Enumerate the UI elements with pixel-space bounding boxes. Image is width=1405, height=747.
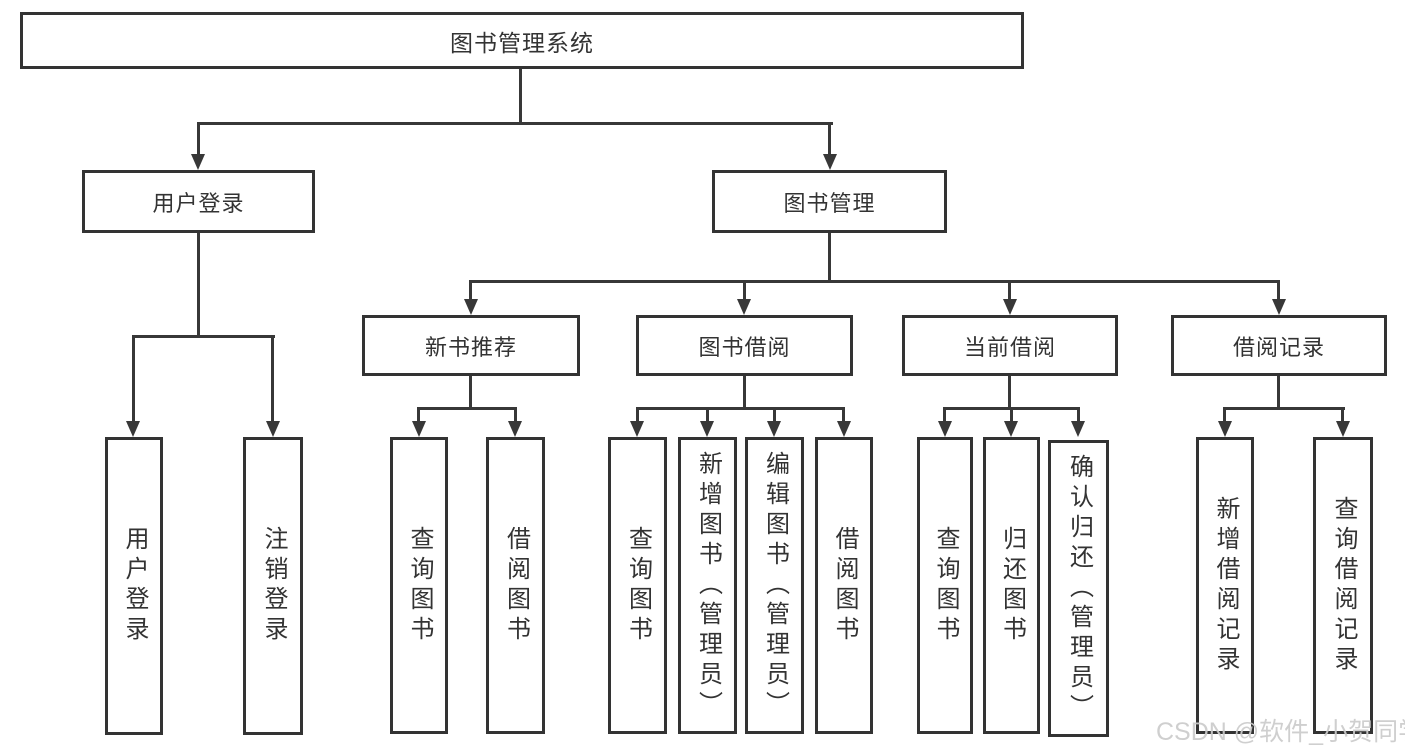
connector-line <box>1277 376 1280 410</box>
connector-line <box>271 335 274 423</box>
arrow-down-icon <box>1071 421 1085 437</box>
node-root-library-system: 图书管理系统 <box>20 12 1024 69</box>
connector-line <box>469 376 472 410</box>
arrow-down-icon <box>1272 299 1286 315</box>
arrow-down-icon <box>700 421 714 437</box>
connector-line <box>1010 407 1013 423</box>
connector-line <box>197 122 200 156</box>
connector-line <box>1223 407 1226 423</box>
node-borrow-records: 借阅记录 <box>1171 315 1387 376</box>
arrow-down-icon <box>823 154 837 170</box>
node-user-login: 用户登录 <box>82 170 315 233</box>
connector-line <box>1223 407 1345 410</box>
arrow-down-icon <box>1003 299 1017 315</box>
connector-line <box>828 233 831 283</box>
connector-line <box>743 376 746 410</box>
node-new-book-recommend: 新书推荐 <box>362 315 580 376</box>
leaf-borrow-books-recommend: 借阅图书 <box>486 437 545 734</box>
connector-line <box>828 122 831 156</box>
connector-line <box>743 280 746 302</box>
leaf-add-borrow-record: 新增借阅记录 <box>1196 437 1254 734</box>
arrow-down-icon <box>126 421 140 437</box>
connector-line <box>469 280 1280 283</box>
arrow-down-icon <box>508 421 522 437</box>
connector-line <box>519 69 522 125</box>
arrow-down-icon <box>266 421 280 437</box>
connector-line <box>706 407 709 423</box>
leaf-add-books-admin: 新增图书（管理员） <box>678 437 737 734</box>
leaf-query-books-current: 查询图书 <box>917 437 973 734</box>
arrow-down-icon <box>1336 421 1350 437</box>
arrow-down-icon <box>464 299 478 315</box>
connector-line <box>1077 407 1080 423</box>
leaf-edit-books-admin: 编辑图书（管理员） <box>745 437 804 734</box>
connector-line <box>636 407 845 410</box>
connector-line <box>197 233 200 338</box>
connector-line <box>842 407 845 423</box>
arrow-down-icon <box>1004 421 1018 437</box>
leaf-query-books-recommend: 查询图书 <box>390 437 448 734</box>
connector-line <box>469 280 472 302</box>
connector-line <box>636 407 639 423</box>
arrow-down-icon <box>412 421 426 437</box>
arrow-down-icon <box>938 421 952 437</box>
connector-line <box>132 335 135 423</box>
leaf-logout: 注销登录 <box>243 437 303 735</box>
connector-line <box>417 407 420 423</box>
connector-line <box>1008 280 1011 302</box>
connector-line <box>773 407 776 423</box>
node-book-borrow: 图书借阅 <box>636 315 853 376</box>
connector-line <box>1277 280 1280 302</box>
connector-line <box>417 407 517 410</box>
connector-line <box>1341 407 1344 423</box>
arrow-down-icon <box>737 299 751 315</box>
arrow-down-icon <box>1218 421 1232 437</box>
leaf-borrow-books: 借阅图书 <box>815 437 873 734</box>
node-book-management: 图书管理 <box>712 170 947 233</box>
connector-line <box>132 335 275 338</box>
node-current-borrow: 当前借阅 <box>902 315 1118 376</box>
leaf-confirm-return-admin: 确认归还（管理员） <box>1048 440 1109 737</box>
leaf-user-login: 用户登录 <box>105 437 163 735</box>
leaf-return-books: 归还图书 <box>983 437 1040 734</box>
leaf-query-borrow-record: 查询借阅记录 <box>1313 437 1373 734</box>
leaf-query-books-borrow: 查询图书 <box>608 437 667 734</box>
arrow-down-icon <box>630 421 644 437</box>
connector-line <box>1008 376 1011 410</box>
connector-line <box>943 407 946 423</box>
arrow-down-icon <box>837 421 851 437</box>
connector-line <box>514 407 517 423</box>
csdn-watermark: CSDN @软件_小贺同学 <box>1156 718 1405 746</box>
arrow-down-icon <box>767 421 781 437</box>
arrow-down-icon <box>191 154 205 170</box>
connector-line <box>197 122 833 125</box>
